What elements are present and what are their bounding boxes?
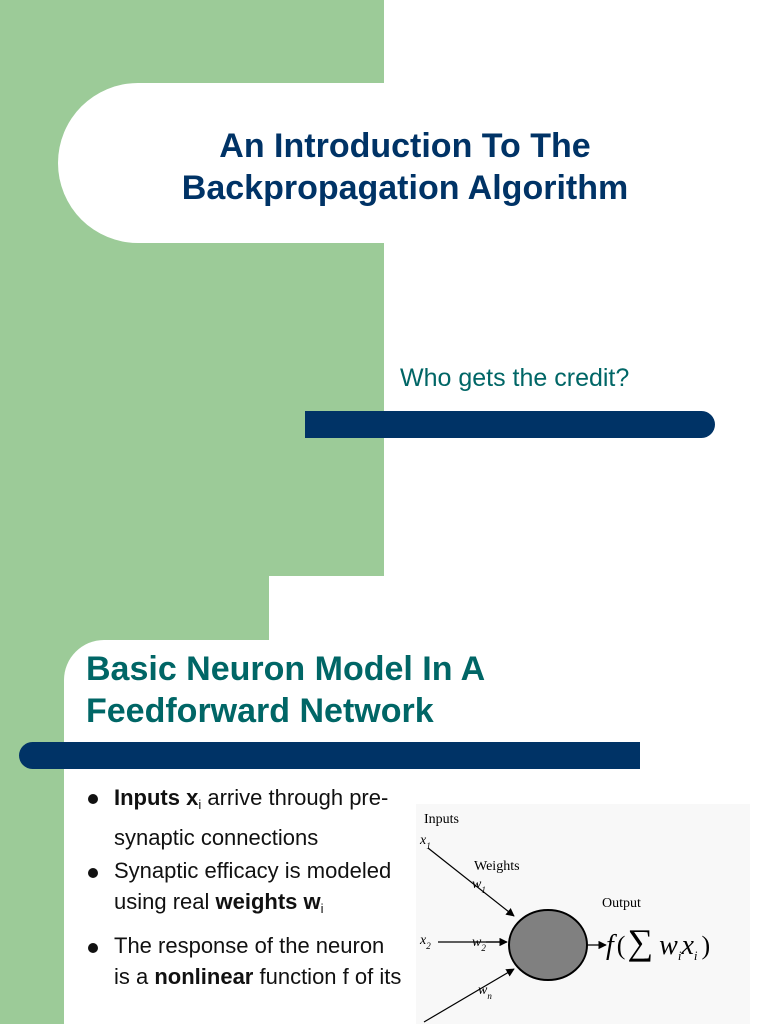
input-x2-label: x2: [419, 933, 431, 951]
content-slide: Basic Neuron Model In A Feedforward Netw…: [0, 576, 768, 1024]
weights-label: Weights: [474, 859, 520, 874]
output-label: Output: [602, 896, 641, 911]
slide-title: An Introduction To The Backpropagation A…: [100, 125, 710, 209]
list-item: Inputs xi arrive through pre-synaptic co…: [86, 781, 406, 854]
bold-text: nonlinear: [154, 964, 254, 989]
neuron-diagram: Inputs x1 Weights w1 x2 w2 wn Output f(∑…: [416, 804, 750, 1024]
bullet-text: The response of the neuron is a: [114, 933, 385, 989]
title-banner: [58, 83, 768, 243]
subscript: i: [320, 901, 324, 916]
bold-text: Inputs x: [114, 785, 199, 810]
bullet-text: Synaptic efficacy is modeled using real: [114, 858, 392, 914]
title-line: Basic Neuron Model In A: [86, 650, 486, 688]
bullet-list: Inputs xi arrive through pre-synaptic co…: [86, 781, 406, 992]
top-white-block: [269, 576, 768, 640]
title-line: Backpropagation Algorithm: [181, 169, 629, 207]
accent-bar: [305, 411, 715, 438]
slide-title: Basic Neuron Model In A Feedforward Netw…: [86, 648, 485, 732]
list-item: The response of the neuron is a nonlinea…: [86, 930, 406, 992]
weight-wn-label: wn: [478, 983, 492, 1001]
bullet-text: function f of its: [253, 964, 402, 989]
subscript: i: [198, 797, 202, 812]
weight-w1-label: w1: [472, 877, 486, 895]
input-arrow-n: [423, 968, 515, 1023]
title-line: An Introduction To The: [219, 127, 591, 165]
output-formula: f(∑wixi): [606, 922, 710, 963]
title-slide: An Introduction To The Backpropagation A…: [0, 0, 768, 576]
bullet-text: arrive through pre-synaptic connections: [114, 785, 389, 850]
list-item: Synaptic efficacy is modeled using real …: [86, 855, 406, 924]
input-x1-label: x1: [419, 833, 431, 851]
inputs-label: Inputs: [424, 812, 459, 827]
input-arrow-1: [427, 847, 515, 917]
neuron-node: [508, 909, 588, 981]
accent-bar: [19, 742, 640, 769]
bold-text: weights w: [215, 889, 321, 914]
title-line: Feedforward Network: [86, 692, 434, 730]
weight-w2-label: w2: [472, 935, 486, 953]
slide-subtitle: Who gets the credit?: [400, 364, 630, 392]
